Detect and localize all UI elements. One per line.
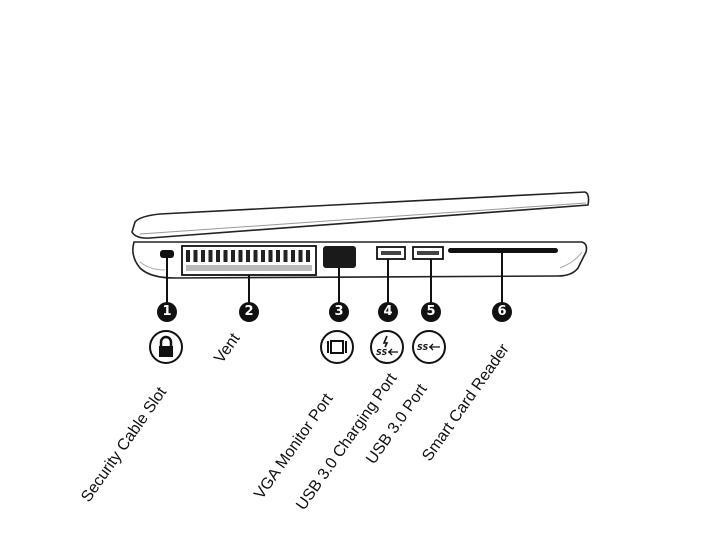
- svg-text:SS: SS: [417, 343, 428, 352]
- svg-text:SS: SS: [376, 348, 387, 357]
- callout-badge-2: 2: [239, 302, 259, 322]
- callout-badge-1: 1: [157, 302, 177, 322]
- vent-grille: [181, 245, 317, 276]
- lock-icon: [149, 330, 183, 364]
- smart-card-slot: [448, 248, 558, 253]
- usb-superspeed-charging-icon: SS: [370, 330, 404, 364]
- callout-badge-3: 3: [329, 302, 349, 322]
- vga-port: [323, 246, 356, 268]
- callout-badge-6: 6: [492, 302, 512, 322]
- security-slot: [160, 250, 174, 258]
- callout-badge-5: 5: [421, 302, 441, 322]
- callout-badge-4: 4: [378, 302, 398, 322]
- vga-monitor-icon: [320, 330, 354, 364]
- usb-superspeed-icon: SS: [412, 330, 446, 364]
